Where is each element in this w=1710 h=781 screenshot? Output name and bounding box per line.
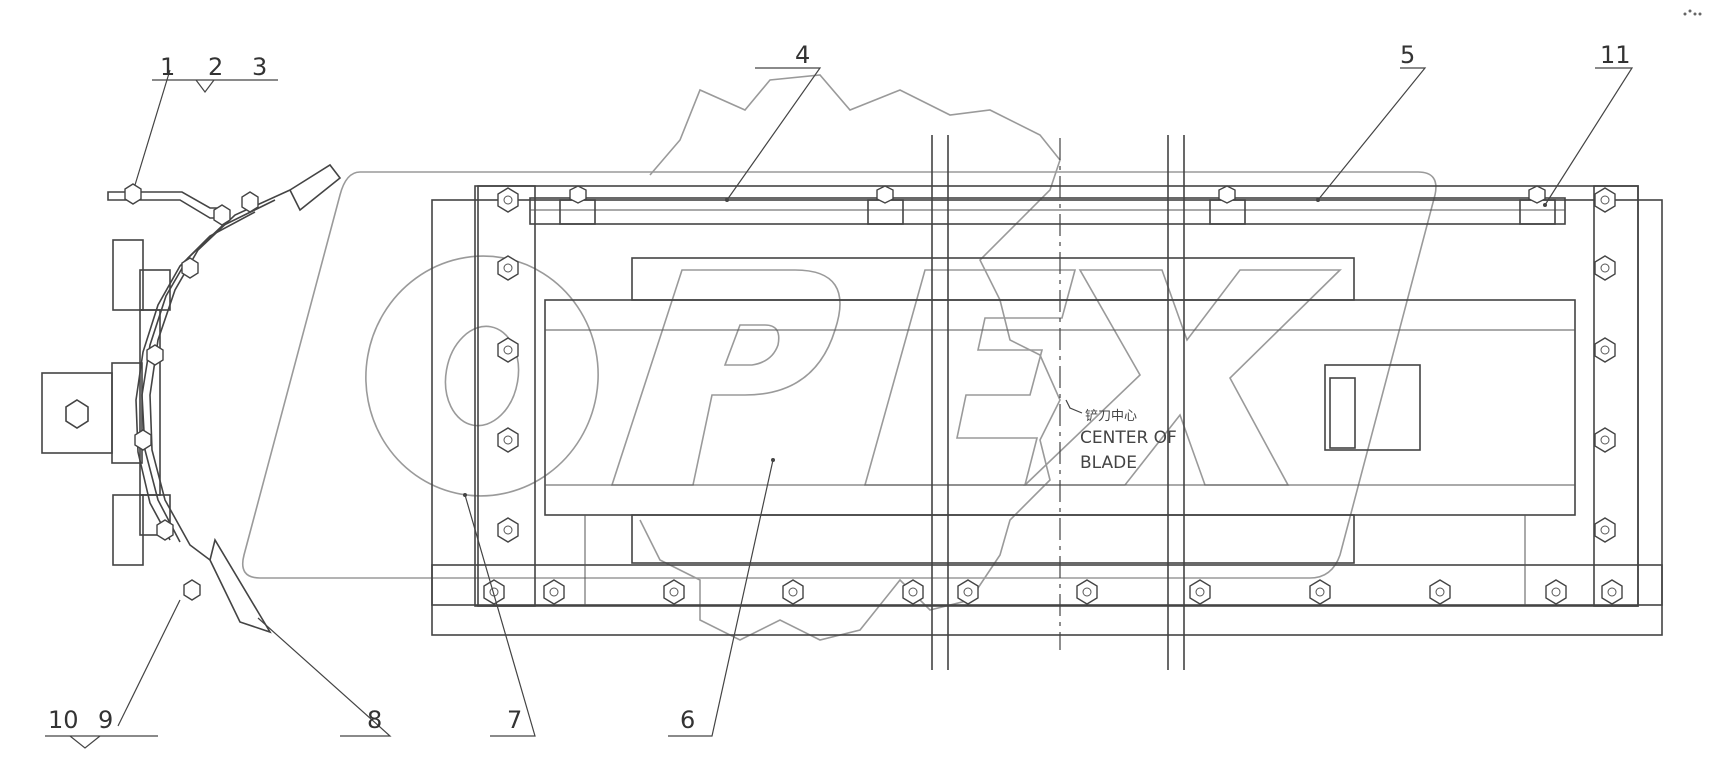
bottom-skirt [431,564,1663,606]
nut-icon [1594,517,1616,543]
callout-10: 10 [48,706,79,734]
nut-icon [543,579,565,605]
mount-upper-flange [139,269,171,311]
leader-lines [45,67,1634,749]
nut-icon [663,579,685,605]
watermark-logo [241,74,1437,641]
clip [1519,199,1556,225]
nut-icon [1218,185,1236,204]
moldboard-back [135,211,256,541]
front-view [431,135,1663,670]
nut-icon [1429,579,1451,605]
main-frame [477,185,1639,607]
bracket-frame [139,309,161,496]
side-view [41,163,342,634]
bolt-icon [181,257,199,279]
mount-lower [112,494,144,566]
blade-plate-outer [431,199,1663,636]
nut-icon [569,185,587,204]
nut-icon [1594,427,1616,453]
bolt-icon [134,429,152,451]
watermark-letter-p [610,269,841,486]
nut-icon [1545,579,1567,605]
watermark-gear [639,74,1061,641]
moldboard-outer [149,189,291,561]
callout-8: 8 [367,706,382,734]
callout-3: 3 [252,53,267,81]
bolt-icon [146,344,164,366]
end-cap-right [1593,185,1639,607]
inner-panel-upper [631,257,1355,301]
nut-icon [876,185,894,204]
bolt-icon [124,183,142,205]
callout-2: 2 [208,53,223,81]
nut-icon [1528,185,1546,204]
center-note-line1: CENTER OF [1080,428,1177,448]
nut-icon [1309,579,1331,605]
watermark-plate [241,171,1437,579]
nut-icon [497,517,519,543]
bolt-icon [241,191,259,213]
clip [867,199,904,225]
nut-icon [1601,579,1623,605]
watermark-letter-o-inner [444,325,520,427]
break-line-left [931,135,949,670]
center-note-line2: BLADE [1080,453,1137,473]
bolt-icon [213,204,231,226]
callout-labels: 1 2 3 4 5 11 10 9 8 7 6 [48,41,1631,734]
hinge-plate [111,362,143,464]
top-strip [529,197,1566,225]
watermark-letter-x [1023,269,1342,486]
inner-panel-lower [631,514,1355,564]
right-hinge [1324,364,1421,451]
callout-1: 1 [160,53,175,81]
center-note-chinese: 铲刀中心 [1085,409,1137,424]
top-lip [288,163,342,212]
nut-icon [957,579,979,605]
nut-icon [497,187,519,213]
mount-upper [112,239,144,311]
nut-icon [1594,337,1616,363]
callout-7: 7 [507,706,522,734]
callout-9: 9 [98,706,113,734]
nut-icon [782,579,804,605]
break-line-right [1167,135,1185,670]
bolt-icon [183,579,201,601]
callout-5: 5 [1400,41,1415,69]
nut-icon [1594,187,1616,213]
callout-6: 6 [680,706,695,734]
right-hinge-plate [1329,377,1356,449]
nut-icon [497,255,519,281]
hinge-nut-icon [65,399,89,429]
clip [1209,199,1246,225]
nut-icon [483,579,505,605]
bolt-icon [156,519,174,541]
nut-icon [902,579,924,605]
corner-mark [1683,9,1702,16]
hinge-block [41,372,113,454]
cutting-edge [209,537,272,634]
frame-nuts [483,185,1623,605]
nut-icon [497,337,519,363]
nut-icon [497,427,519,453]
moldboard-inner [141,199,276,543]
callout-11: 11 [1600,41,1631,69]
nut-icon [1594,255,1616,281]
nut-icon [1189,579,1211,605]
nut-icon [1076,579,1098,605]
callout-4: 4 [795,41,810,69]
side-bolts [124,183,259,601]
watermark-letter-o [365,255,599,497]
center-of-blade-note: 铲刀中心 CENTER OF BLADE [1080,409,1177,473]
end-cap-left [474,185,536,607]
clip [559,199,596,225]
